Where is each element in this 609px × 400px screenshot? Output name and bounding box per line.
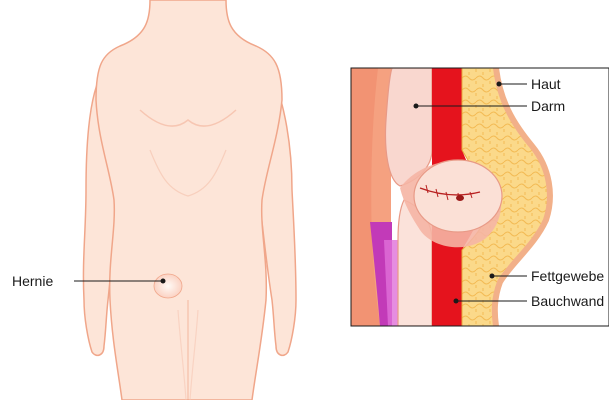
hernia-bulge: [154, 274, 182, 298]
cross-section-panel: [351, 68, 609, 326]
torso: [96, 0, 282, 400]
label-darm: Darm: [531, 98, 565, 114]
body-figure: [83, 0, 296, 400]
label-haut: Haut: [531, 76, 561, 92]
label-fettgewebe: Fettgewebe: [531, 268, 604, 284]
label-bauchwand: Bauchwand: [531, 293, 604, 309]
label-hernie: Hernie: [12, 273, 53, 289]
